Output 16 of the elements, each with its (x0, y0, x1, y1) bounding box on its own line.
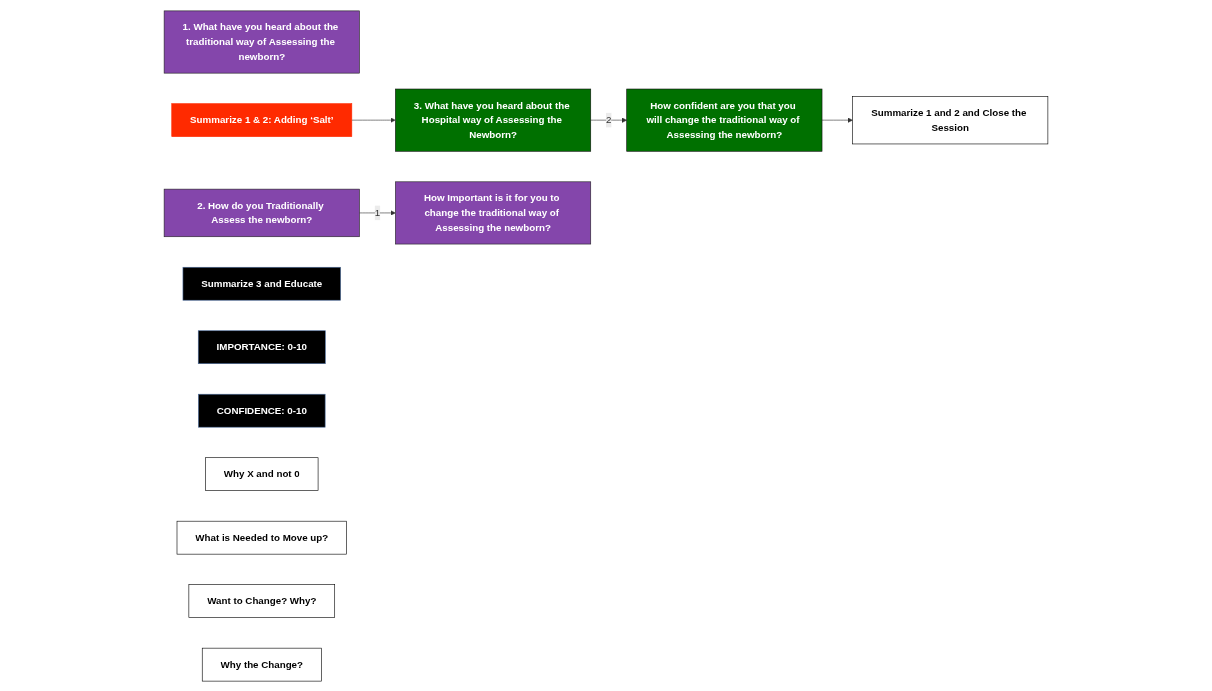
node-box: Summarize 1 and 2 and Close the Session (852, 95, 1049, 144)
node-box: How Important is it for you to change the traditional way of Assessing the newborn? (395, 181, 592, 244)
node-box: Why X and not 0 (205, 456, 319, 491)
node-box: Summarize 3 and Educate (182, 266, 341, 301)
node-box: How confident are you that you will change the traditional way of Assessing the newborn? (626, 88, 823, 152)
edge-label: 1 (374, 206, 381, 218)
node-box: Why the Change? (201, 647, 322, 681)
node-box: IMPORTANCE: 0-10 (197, 329, 326, 364)
node-box: 1. What have you heard about the traditional way of Assessing the newborn? (163, 10, 360, 73)
node-box: Want to Change? Why? (188, 583, 335, 618)
node-box: What is Needed to Move up? (176, 520, 347, 554)
edge-label: 2 (606, 114, 612, 125)
node-box: 2. How do you Traditionally Assess the newborn? (163, 188, 360, 237)
node-box: 3. What have you heard about the Hospital way of Assessing the Newborn? (395, 88, 592, 152)
node-box: CONFIDENCE: 0-10 (198, 393, 326, 427)
node-box: Summarize 1 & 2: Adding ‘Salt’ (171, 102, 353, 137)
